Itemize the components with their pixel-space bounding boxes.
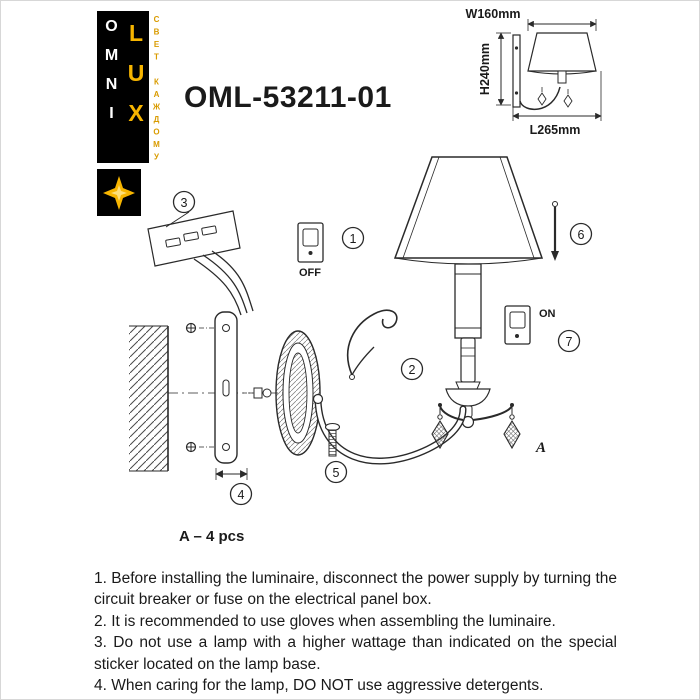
callout-4: 4 — [229, 482, 253, 506]
mini-lamp-shade — [527, 32, 597, 75]
wire-connection-detail — [147, 210, 241, 267]
switch-on: ON — [504, 305, 556, 345]
instruction-3: 3. Do not use a lamp with a higher watta… — [94, 634, 617, 673]
length-dimension: L265mm — [512, 71, 602, 137]
omnilux-logo: OMNI LUX СВЕТ КАЖДОМУ — [97, 11, 167, 221]
mini-wall-bracket — [512, 34, 521, 108]
switch-off-label: OFF — [299, 267, 321, 279]
logo-tagline: СВЕТ КАЖДОМУ — [152, 15, 161, 165]
mounting-screw-bottom — [185, 441, 214, 453]
instruction-4: 4. When caring for the lamp, DO NOT use … — [94, 676, 544, 694]
screw-length-arrow — [215, 468, 248, 480]
arm-scroll-ornament — [346, 309, 398, 380]
callout-6: 6 — [569, 222, 593, 246]
model-number: OML-53211-01 — [184, 81, 392, 114]
supply-wires — [193, 250, 254, 316]
backplate-oval — [275, 330, 321, 456]
logo-block: OMNI LUX — [97, 11, 149, 163]
width-dimension: W160mm — [466, 7, 597, 31]
assembly-diagram: 3 OFF 1 6 — [129, 156, 593, 506]
callout-2: 2 — [400, 357, 424, 381]
instruction-1: 1. Before installing the luminaire, disc… — [94, 570, 617, 609]
width-dimension-label: W160mm — [466, 7, 521, 21]
crystal-part-label: A — [535, 440, 546, 456]
length-dimension-label: L265mm — [530, 123, 581, 137]
parts-quantity-note: A – 4 pcs — [179, 528, 245, 545]
callout-1: 1 — [341, 226, 365, 250]
shade-finial-screw — [551, 201, 559, 261]
crystal-pendant-left — [431, 403, 464, 450]
height-dimension-label: H240mm — [478, 43, 492, 95]
callout-1-label: 1 — [350, 232, 357, 246]
callout-3-label: 3 — [181, 196, 188, 210]
callout-3: 3 — [172, 190, 196, 214]
logo-word-omni: OMNI — [103, 18, 120, 134]
thumb-screw — [324, 422, 341, 457]
switch-on-label: ON — [539, 308, 556, 320]
instruction-2: 2. It is recommended to use gloves when … — [94, 612, 556, 630]
instructions-block: 1. Before installing the luminaire, disc… — [94, 568, 617, 696]
mounting-screw-top — [185, 322, 214, 334]
callout-5-label: 5 — [333, 466, 340, 480]
mounting-plate — [214, 311, 238, 464]
main-arm — [312, 393, 467, 465]
lamp-shade — [393, 156, 544, 265]
switch-off: OFF — [297, 222, 324, 279]
backplate-knob — [243, 387, 272, 399]
star-burst-icon — [103, 175, 135, 210]
callout-7: 7 — [557, 329, 581, 353]
callout-2-label: 2 — [409, 363, 416, 377]
callout-5: 5 — [324, 460, 348, 484]
callout-7-label: 7 — [566, 335, 573, 349]
candle-assembly — [445, 263, 491, 429]
logo-word-lux: LUX — [123, 20, 149, 140]
mini-arm-and-crystals — [519, 70, 573, 111]
callout-4-label: 4 — [238, 488, 245, 502]
callout-6-label: 6 — [578, 228, 585, 242]
crystal-pendant-right — [472, 403, 521, 450]
dimensions-diagram: W160mm H240mm L265mm — [466, 7, 602, 137]
height-dimension: H240mm — [478, 32, 511, 106]
omnilux-star-icon — [97, 169, 141, 216]
wall-hatch — [129, 325, 169, 472]
